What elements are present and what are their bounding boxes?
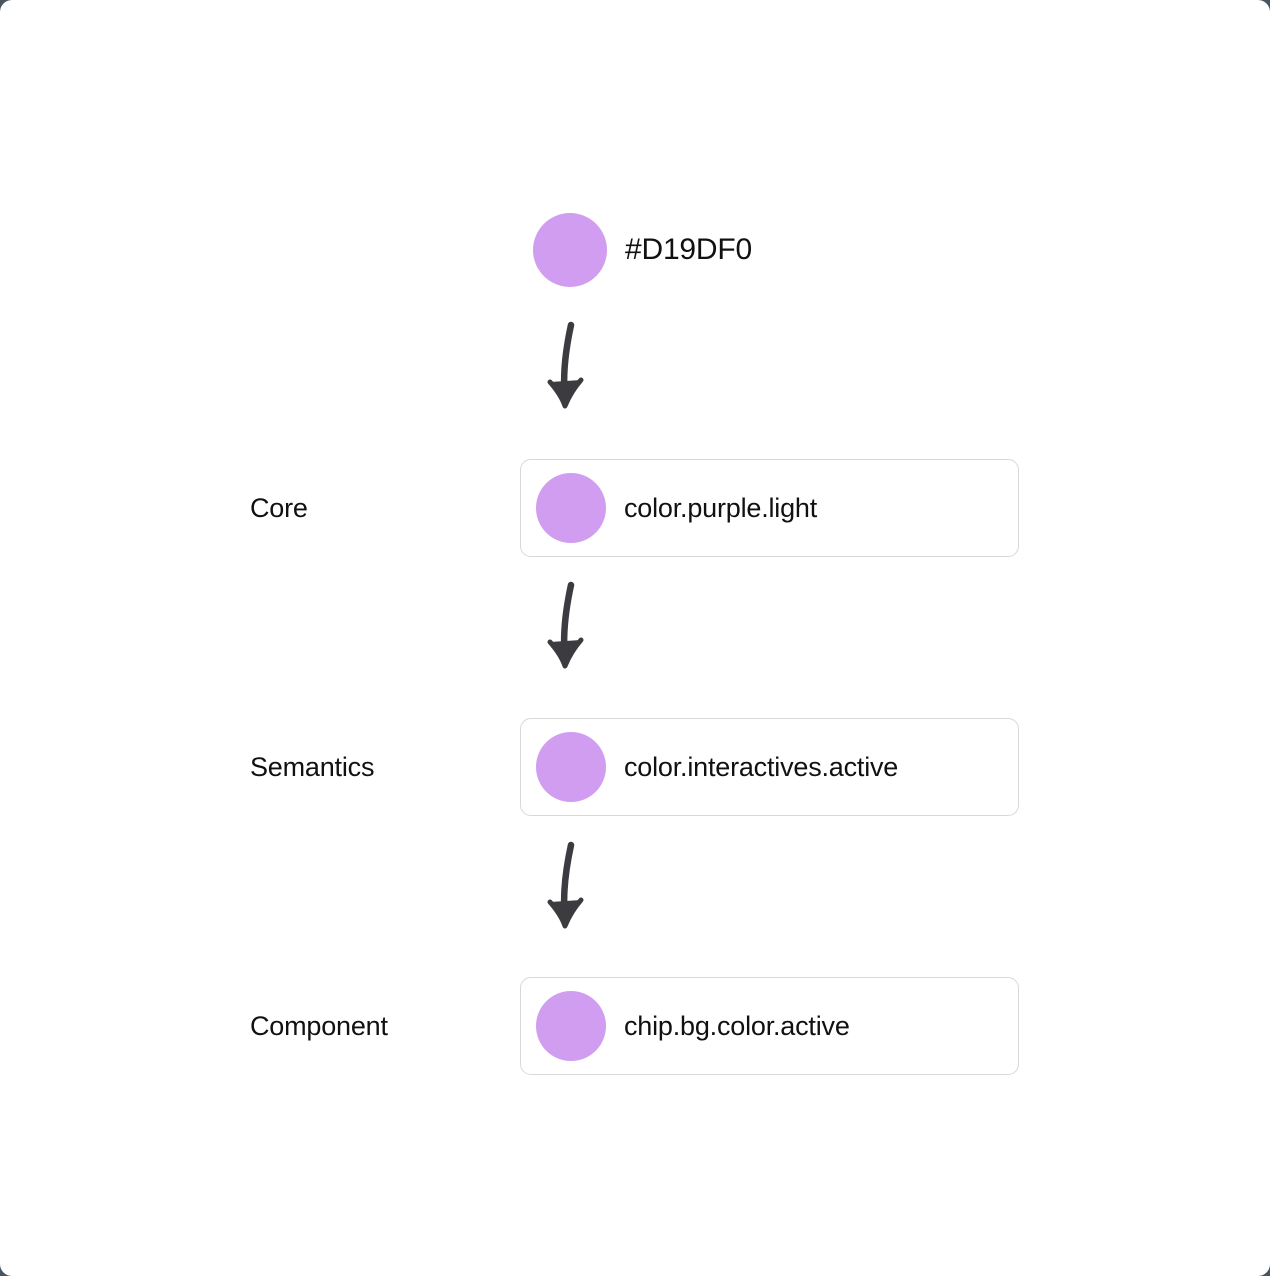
arrow-source-to-core-icon xyxy=(540,318,610,413)
token-name-component: chip.bg.color.active xyxy=(624,1010,850,1041)
token-card-semantics[interactable]: color.interactives.active xyxy=(520,718,1019,816)
tier-row-component: Component chip.bg.color.active xyxy=(0,977,1270,1075)
token-swatch-semantics xyxy=(536,732,606,802)
arrow-semantics-to-component-icon xyxy=(540,838,610,933)
token-name-core: color.purple.light xyxy=(624,492,818,523)
tier-row-core: Core color.purple.light xyxy=(0,459,1270,557)
source-hex-label: #D19DF0 xyxy=(625,233,752,266)
token-card-core[interactable]: color.purple.light xyxy=(520,459,1019,557)
tier-label-core: Core xyxy=(250,492,308,523)
tier-row-semantics: Semantics color.interactives.active xyxy=(0,718,1270,816)
token-swatch-core xyxy=(536,473,606,543)
source-color-row: #D19DF0 xyxy=(533,213,752,287)
tier-label-component: Component xyxy=(250,1010,388,1041)
source-color-swatch xyxy=(533,213,607,287)
token-card-component[interactable]: chip.bg.color.active xyxy=(520,977,1019,1075)
arrow-core-to-semantics-icon xyxy=(540,578,610,673)
token-swatch-component xyxy=(536,991,606,1061)
token-name-semantics: color.interactives.active xyxy=(624,751,899,782)
tier-label-semantics: Semantics xyxy=(250,751,375,782)
